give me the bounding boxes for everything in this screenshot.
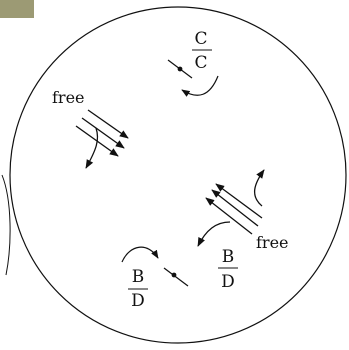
fraction-cc-numerator: C — [194, 29, 207, 49]
fraction-bd-left-numerator: B — [132, 267, 145, 287]
fraction-cc-denominator: C — [194, 53, 207, 73]
bent-arrow-cc — [182, 76, 218, 95]
free-label-top: free — [52, 88, 85, 107]
free-arrows-top — [76, 110, 128, 168]
piece-line-bd — [164, 268, 188, 286]
bent-arrow-bottom-left — [198, 222, 230, 246]
piece-dot — [178, 67, 183, 72]
main-circle — [10, 7, 346, 343]
piece-top-right — [168, 60, 218, 95]
bent-arrow-bottom-up — [255, 170, 264, 206]
free-label-bottom: free — [256, 233, 289, 252]
fraction-bd-right-numerator: B — [222, 247, 235, 267]
left-edge-curve — [2, 175, 10, 275]
parallel-arrow-1 — [88, 110, 128, 138]
piece-dot-bd — [172, 273, 177, 278]
fraction-bd-right-denominator: D — [221, 272, 235, 292]
free-arrows-bottom — [198, 170, 264, 246]
corner-patch — [0, 0, 34, 18]
fraction-bd-left-denominator: D — [131, 291, 145, 311]
bent-arrow-bd — [122, 247, 158, 262]
parallel-arrow-2 — [82, 118, 124, 148]
